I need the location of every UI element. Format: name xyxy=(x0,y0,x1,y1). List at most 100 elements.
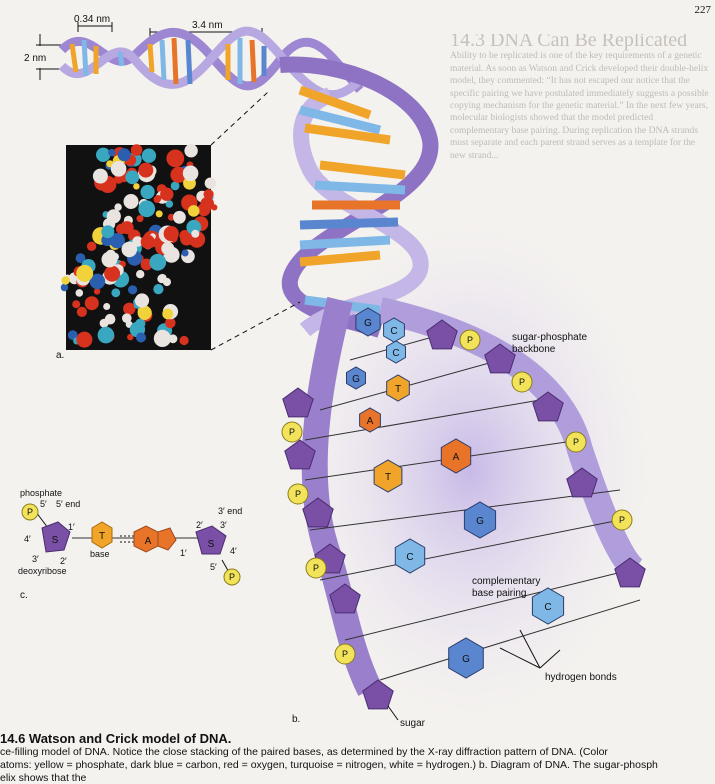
atom-sphere xyxy=(168,334,178,344)
base-t-letter: T xyxy=(385,472,391,483)
atom-sphere xyxy=(133,183,140,190)
atom-sphere xyxy=(103,303,111,310)
thymine-letter: T xyxy=(99,531,105,542)
label-5-end: 5′ xyxy=(40,499,47,509)
phosphate-left xyxy=(21,503,39,521)
background-heading: 14.3 DNA Can Be Replicated xyxy=(450,34,688,51)
background-paragraph: Ability to be replicated is one of the k… xyxy=(450,51,709,161)
sugar-right xyxy=(195,525,227,555)
atom-sphere xyxy=(72,300,81,309)
base-c-hexagon xyxy=(386,340,406,364)
space-filling-model xyxy=(60,144,218,350)
sugar-pentagon xyxy=(484,343,516,374)
phosphate-letter: P xyxy=(619,515,625,525)
atom-sphere xyxy=(163,226,179,242)
atom-sphere xyxy=(173,210,186,224)
base-c-letter: C xyxy=(390,326,397,337)
atom-sphere xyxy=(172,169,186,183)
base-a-letter: A xyxy=(367,416,374,427)
sugar-pentagon xyxy=(282,387,314,418)
atom-sphere xyxy=(136,332,146,343)
atom-sphere xyxy=(141,148,157,163)
atom-sphere xyxy=(110,161,127,177)
atom-sphere xyxy=(104,265,121,282)
label-3-prime-right: 3′ xyxy=(220,520,227,530)
atom-sphere xyxy=(179,335,189,346)
phosphate-circle xyxy=(334,643,356,665)
atom-sphere xyxy=(114,174,124,184)
atom-sphere xyxy=(89,273,106,290)
atom-sphere xyxy=(123,302,136,315)
phosphate-circle xyxy=(511,371,533,393)
sugar-pentagon xyxy=(329,583,361,614)
atom-sphere xyxy=(154,195,162,202)
atom-sphere xyxy=(153,284,164,295)
dna-figure: 0.34 nm 3.4 nm 2 nm xyxy=(18,14,660,730)
base-c-letter: C xyxy=(544,602,551,613)
label-deoxyribose: deoxyribose xyxy=(18,566,67,576)
atom-sphere xyxy=(165,200,174,208)
phosphate-circle xyxy=(305,557,327,579)
atom-sphere xyxy=(96,147,111,162)
atom-sphere xyxy=(92,168,108,184)
atom-sphere xyxy=(104,313,116,325)
atom-sphere xyxy=(191,229,200,238)
base-g-letter: G xyxy=(352,374,360,385)
label-5-end-text: 5′ end xyxy=(56,499,80,509)
background-text: 14.3 DNA Can Be Replicated Ability to be… xyxy=(450,34,712,404)
phosphate-letter: P xyxy=(467,335,473,345)
helix-glow xyxy=(280,210,660,730)
phosphate-letter: P xyxy=(342,649,348,659)
base-t-hexagon xyxy=(373,459,403,493)
adenine-letter: A xyxy=(145,536,152,547)
atom-sphere xyxy=(140,184,155,200)
sugar-right-letter: S xyxy=(208,539,215,550)
caption-line-2: atoms: yellow = phosphate, dark blue = c… xyxy=(0,759,658,771)
atom-sphere xyxy=(140,234,155,249)
sugar-left xyxy=(41,521,71,553)
atom-sphere xyxy=(138,200,156,218)
sugar-pentagon xyxy=(302,497,334,528)
atom-sphere xyxy=(138,162,154,178)
atom-sphere xyxy=(184,144,198,158)
atom-sphere xyxy=(203,189,214,200)
atom-sphere xyxy=(101,225,115,239)
upper-helix xyxy=(58,26,364,100)
atom-sphere xyxy=(136,215,144,223)
atom-sphere xyxy=(125,170,140,185)
sugar-pentagon xyxy=(614,557,646,588)
main-helix xyxy=(279,56,439,338)
panel-label-c: c. xyxy=(20,590,28,601)
atom-sphere xyxy=(93,288,101,295)
atom-sphere xyxy=(123,194,139,209)
phosphate-right xyxy=(223,568,241,586)
atom-sphere xyxy=(149,253,167,271)
atom-sphere xyxy=(162,277,171,287)
base-g-letter: G xyxy=(462,654,470,665)
atom-sphere xyxy=(114,203,122,211)
label-3-prime-left: 3′ xyxy=(32,554,39,564)
base-g-hexagon xyxy=(448,637,484,679)
atom-sphere xyxy=(127,333,134,341)
atom-sphere xyxy=(170,181,180,191)
atom-sphere xyxy=(117,148,131,162)
base-a-hexagon xyxy=(440,438,472,474)
atom-sphere xyxy=(109,233,126,249)
sugar-left-letter: S xyxy=(52,535,59,546)
base-t-letter: T xyxy=(395,384,401,395)
base-g-hexagon xyxy=(463,501,497,539)
atom-sphere xyxy=(155,210,163,218)
atom-sphere xyxy=(182,165,199,182)
atom-sphere xyxy=(75,289,84,297)
atom-sphere xyxy=(86,241,97,251)
phosphate-left-letter: P xyxy=(27,507,33,517)
phosphate-circle xyxy=(611,509,633,531)
atom-sphere xyxy=(166,149,185,168)
atom-sphere xyxy=(153,329,171,347)
label-hydrogen-bonds: hydrogen bonds xyxy=(545,672,617,683)
atom-sphere xyxy=(200,196,214,211)
phosphate-circle xyxy=(281,421,303,443)
atom-sphere xyxy=(111,288,121,298)
base-thymine xyxy=(91,521,113,549)
